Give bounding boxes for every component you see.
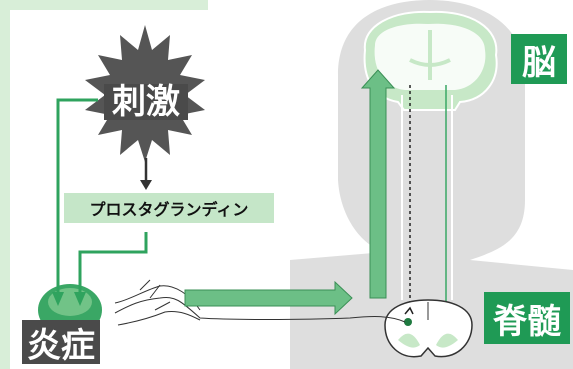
stimulus-label: 刺激 <box>104 84 188 120</box>
spinal-cord-label: 脊髄 <box>484 292 570 344</box>
pg-to-inflammation-line <box>78 232 148 298</box>
stimulus-to-inflammation-line <box>56 98 98 298</box>
signal-arrow-to-brain <box>360 69 396 299</box>
spinal-cord-cross-section <box>384 299 473 358</box>
top-dotted-strip <box>10 0 208 10</box>
head-silhouette <box>290 0 573 369</box>
brain-section <box>363 10 498 111</box>
left-border-strip <box>0 0 10 369</box>
brain-label: 脳 <box>511 34 567 84</box>
inflammation-label: 炎症 <box>22 320 100 366</box>
signal-arrow-to-spinal-cord <box>184 280 353 316</box>
prostaglandin-label: プロスタグランディン <box>64 193 274 223</box>
